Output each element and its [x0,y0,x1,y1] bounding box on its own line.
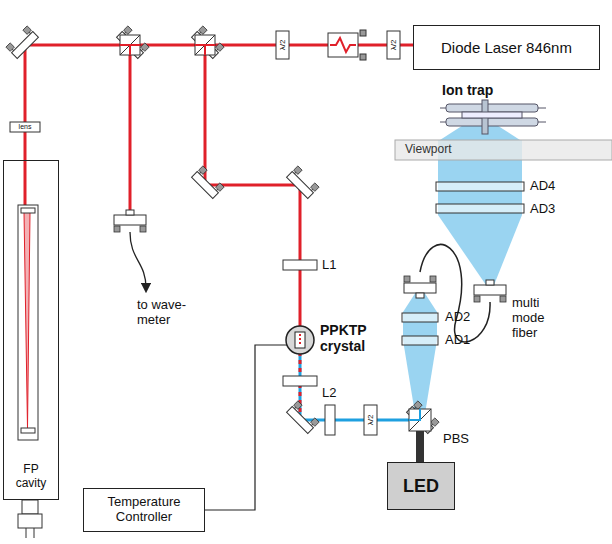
beam-splitter [117,26,150,59]
trap-label: Ion trap [442,82,493,98]
isolator [328,30,366,60]
viewport [395,140,612,160]
waveplate-label: λ/2 [278,40,287,51]
lens-label: AD1 [445,333,470,348]
lens-label: L2 [322,386,336,401]
fp-mirror [21,208,35,213]
node-text: LED [403,476,439,497]
fiber-label: multi mode fiber [512,296,558,341]
fiber [130,232,146,288]
pbs-cube [407,401,440,462]
multimode-fiber [420,245,490,342]
lens-label: L1 [322,258,336,273]
node-text: Diode Laser 846nm [441,39,572,56]
mirror [6,26,39,59]
lens-label: AD2 [445,310,470,325]
lens-label: AD3 [530,202,555,217]
fiber-coupler [474,280,506,302]
led-cone [403,292,437,420]
ion-trap [440,100,546,134]
laser-beam [25,45,413,340]
controller-box: Temperature Controller [83,488,205,532]
aspheric-lens [436,182,524,191]
node-text: FP cavity [9,463,53,491]
lens [325,405,335,435]
fp-beam [24,212,30,428]
led-box: LED [387,462,455,510]
aspheric-lens [402,313,438,322]
fp-mirror [21,428,35,433]
crystal-label: PPKTP crystal [320,322,382,354]
fiber-coupler [404,276,436,298]
crystal [200,326,314,510]
fiber-label: to wave-meter [137,298,189,328]
waveplate [276,31,400,435]
lens [283,376,317,386]
lens-label: lens [19,123,32,131]
fiber-coupler [114,210,146,232]
text-holder: LED [403,476,439,497]
aspheric-lens [402,336,438,345]
viewport-label: Viewport [405,143,451,157]
laser-box: Diode Laser 846nm [413,25,600,70]
beam-splitter [192,26,225,59]
lens-label: AD4 [530,179,555,194]
fp-tube [18,205,38,440]
text-holder: Diode Laser 846nm [441,39,572,56]
lens [283,260,317,270]
waveplate-label: λ/2 [366,415,375,426]
lens [10,122,40,132]
text-holder: Temperature Controller [84,495,204,525]
aspheric-lens [436,204,524,213]
photodiode [18,500,42,538]
mirror [287,401,320,434]
waveplate-label: λ/2 [389,40,398,51]
mirror [192,166,225,199]
node-text: Temperature Controller [84,495,204,525]
pbs-label: PBS [443,432,469,447]
text-holder: FP cavity [9,463,53,491]
mirror [287,166,320,199]
fp-cavity-box: FP cavity [3,160,59,500]
